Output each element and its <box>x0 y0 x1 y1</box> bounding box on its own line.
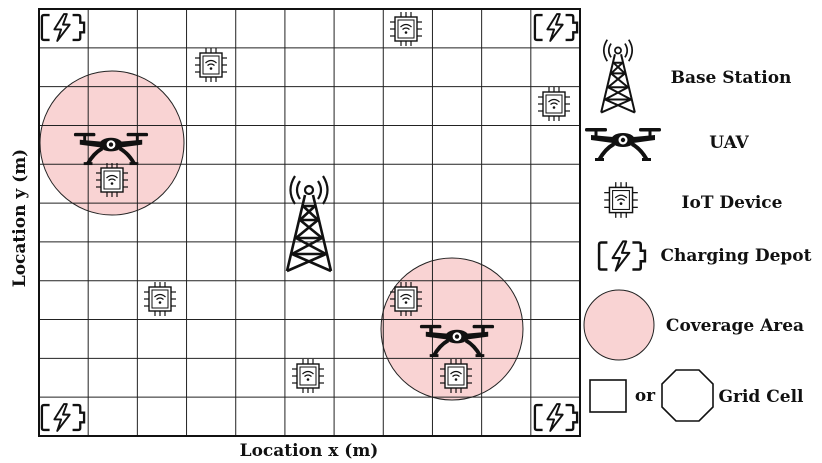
legend-charging-depot-label: Charging Depot <box>660 246 811 266</box>
legend-uav-label: UAV <box>709 133 749 153</box>
legend-base-station-label: Base Station <box>671 68 792 88</box>
charging-depot-icon <box>40 402 86 433</box>
grid <box>39 9 580 436</box>
charging-depot-icon <box>533 402 579 433</box>
iot-device-icon <box>95 162 129 198</box>
legend-uav-icon <box>585 128 661 161</box>
legend-coverage-area-label: Coverage Area <box>666 316 804 336</box>
base-station-tower-icon <box>285 174 333 273</box>
legend-coverage-area-swatch <box>583 289 655 361</box>
iot-device-icon <box>194 47 228 83</box>
x-axis-label: Location x (m) <box>240 441 379 461</box>
grid-border <box>38 8 581 437</box>
iot-device-icon <box>143 281 177 317</box>
legend-iot-device-label: IoT Device <box>682 193 783 213</box>
legend-octagon-grid-cell <box>661 369 714 422</box>
iot-device-icon <box>439 358 473 394</box>
charging-depot-icon <box>533 12 579 43</box>
legend-iot-device-icon <box>603 181 639 219</box>
iot-device-icon <box>389 11 423 47</box>
y-axis-label: Location y (m) <box>10 149 30 287</box>
iot-device-icon <box>291 358 325 394</box>
coverage-areas <box>39 70 524 401</box>
legend-or-label: or <box>635 386 656 406</box>
legend-square-grid-cell <box>589 379 627 413</box>
iot-device-icon <box>389 281 423 317</box>
charging-depot-icon <box>40 12 86 43</box>
legend-base-station-icon <box>600 38 636 114</box>
legend: Base Station UAV IoT Device Charging Dep… <box>583 38 812 422</box>
legend-charging-depot-icon <box>597 240 647 272</box>
iot-device-icon <box>537 86 571 122</box>
legend-grid-cell-label: Grid Cell <box>719 387 805 407</box>
